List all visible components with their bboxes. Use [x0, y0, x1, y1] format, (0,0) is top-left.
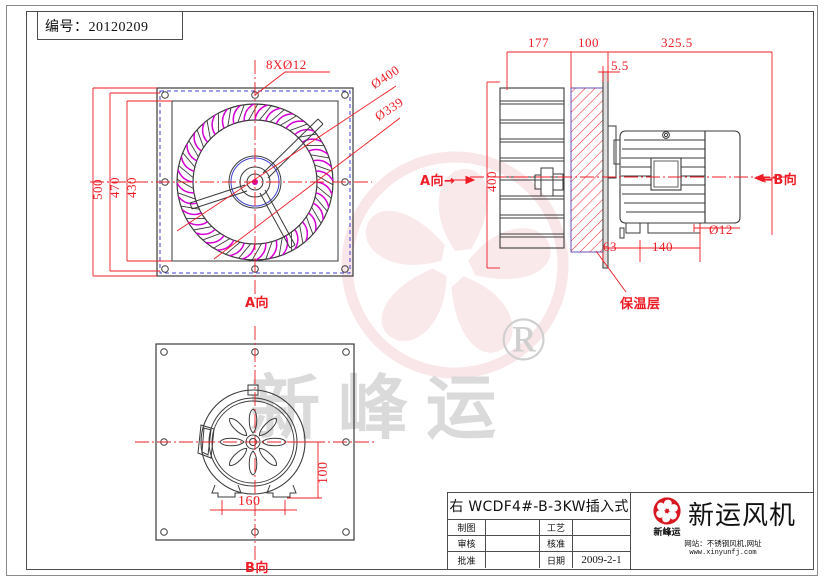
dim-foot-pitch: 140 — [652, 239, 673, 254]
label-process: 工艺 — [540, 520, 573, 535]
drawing-number-box: 编号：20120209 — [37, 11, 183, 40]
title-block: 右 WCDF4#-B-3KW插入式 制图 工艺 审核 核准 批准 日期 2009… — [447, 492, 814, 570]
dim-foot-depth: 100 — [316, 461, 331, 485]
title-block-row: 审核 核准 — [448, 536, 630, 552]
title-block-row: 批准 日期 2009-2-1 — [448, 552, 630, 568]
dim-bolt-holes: 8XØ12 — [266, 57, 307, 72]
bottom-view-label: B向 — [245, 561, 269, 576]
dim-bolt-pitch-outer: 470 — [107, 177, 122, 198]
front-view-label: A向 — [245, 296, 270, 311]
value-date[interactable]: 2009-2-1 — [581, 554, 622, 566]
label-checked-by: 审核 — [448, 536, 486, 551]
dim-bolt-pitch-inner: 430 — [124, 177, 139, 198]
value-process[interactable] — [573, 520, 630, 535]
label-date: 日期 — [540, 552, 573, 568]
dim-foot-width: 160 — [238, 494, 261, 509]
label-drawn-by: 制图 — [448, 520, 486, 535]
fan-logo-icon — [653, 497, 681, 525]
value-checked-by[interactable] — [486, 536, 540, 551]
company-name: 新运风机 — [687, 501, 796, 531]
sheet-inner-border — [26, 11, 814, 570]
dim-fan-length: 177 — [528, 35, 549, 50]
side-view-geometry — [450, 51, 790, 293]
dim-fan-height: 400 — [484, 171, 499, 192]
dim-foot-hole-dia: Ø12 — [709, 222, 733, 237]
dim-overall-height: 500 — [90, 179, 105, 200]
sheet-outer-border — [6, 5, 818, 576]
value-authorized[interactable] — [486, 552, 540, 568]
insulation-layer-note: 保温层 — [620, 297, 661, 312]
label-authorized: 批准 — [448, 552, 486, 568]
label-approved: 核准 — [540, 536, 573, 551]
dim-foot-offset: 63 — [603, 239, 617, 254]
dim-motor-length: 325.5 — [661, 35, 693, 50]
company-website-line: 网站：不锈钢风机,网址 — [684, 539, 762, 548]
dim-insulation-thickness: 100 — [578, 35, 599, 50]
side-view-label-b: ←B向 — [762, 173, 798, 188]
bottom-view-geometry — [135, 326, 375, 560]
dim-plate-thickness: 5.5 — [611, 58, 629, 73]
value-drawn-by[interactable] — [486, 520, 540, 535]
title-block-left: 右 WCDF4#-B-3KW插入式 制图 工艺 审核 核准 批准 日期 2009… — [448, 493, 631, 569]
side-view-label-a: A向→ — [420, 174, 456, 189]
drawing-title: 右 WCDF4#-B-3KW插入式 — [448, 493, 630, 520]
company-brand-row: 新峰运 新运风机 — [650, 496, 796, 538]
company-url[interactable]: www.xinyunfj.com — [689, 549, 757, 557]
company-logo-caption: 新峰运 — [653, 528, 681, 538]
front-view-geometry — [90, 60, 401, 300]
company-logo: 新峰运 — [650, 496, 684, 538]
company-block: 新峰运 新运风机 网站：不锈钢风机,网址 www.xinyunfj.com — [632, 493, 814, 569]
value-approved[interactable] — [573, 536, 630, 551]
title-block-row: 制图 工艺 — [448, 520, 630, 536]
